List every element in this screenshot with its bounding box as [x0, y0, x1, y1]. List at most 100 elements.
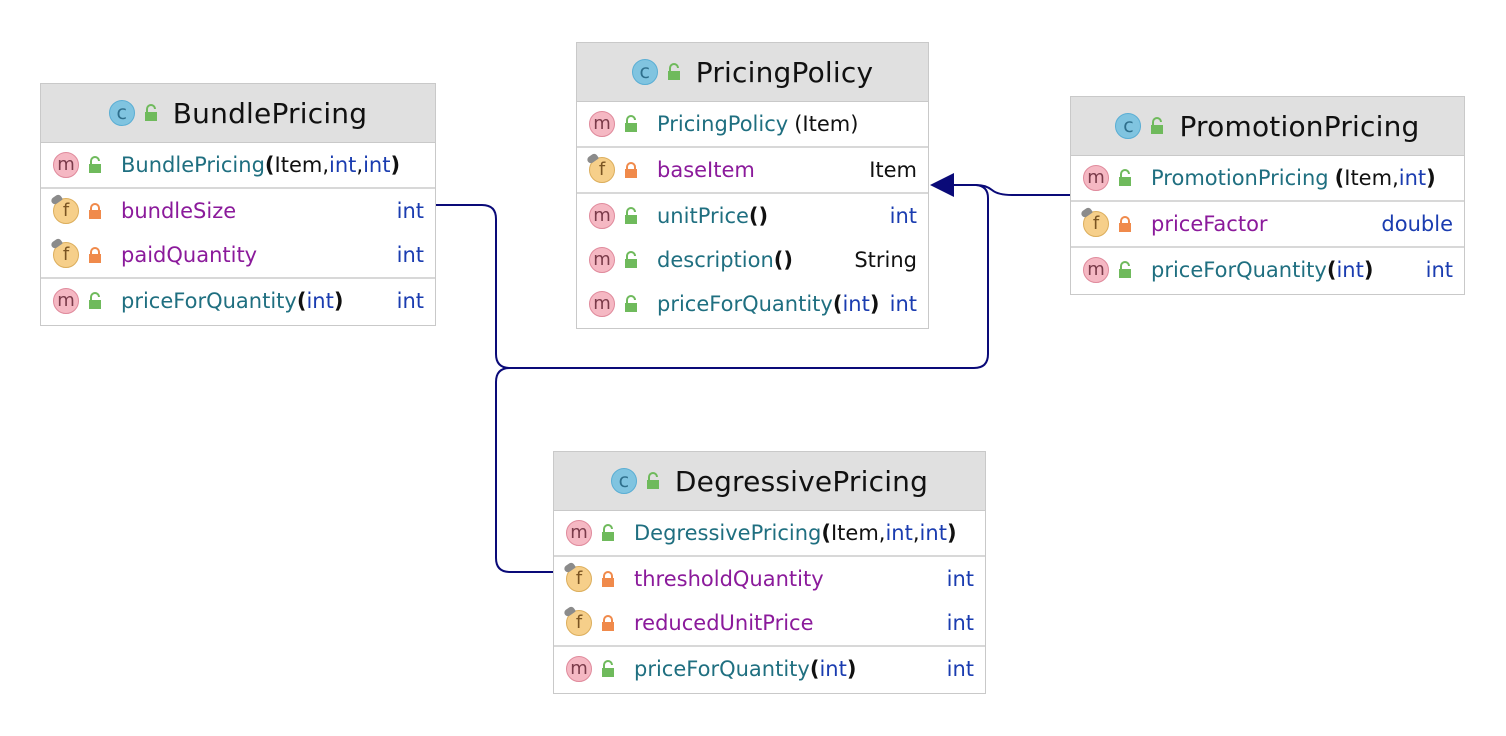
paren-close: ): [846, 657, 857, 681]
fields-section: f priceFactor double: [1071, 202, 1464, 248]
param-type: Item: [830, 521, 879, 545]
class-icon: c: [1115, 113, 1142, 139]
field-row[interactable]: f paidQuantity int: [41, 233, 435, 277]
paren-close: ): [390, 153, 401, 177]
connector-degressive-to-policy: [495, 367, 553, 573]
constructor-row[interactable]: m DegressivePricing ( Item , int , int ): [554, 511, 985, 555]
constructor-row[interactable]: m BundlePricing ( Item , int , int ): [41, 143, 435, 187]
constructor-name: PricingPolicy: [657, 112, 789, 136]
paren-open: (: [832, 292, 843, 316]
field-row[interactable]: f thresholdQuantity int: [554, 557, 985, 601]
public-unlocked-icon: [623, 115, 639, 133]
method-icon: m: [53, 288, 79, 314]
methods-section: m priceForQuantity ( int ) int: [41, 279, 435, 323]
method-icon: m: [589, 203, 615, 229]
fields-section: f bundleSize int f paidQuantity int: [41, 189, 435, 279]
param-type: int: [919, 521, 947, 545]
method-name: priceForQuantity: [634, 657, 810, 681]
field-type: int: [396, 243, 424, 267]
param-type: int: [819, 657, 847, 681]
public-unlocked-icon: [600, 660, 616, 678]
field-type: int: [396, 199, 424, 223]
method-row[interactable]: m priceForQuantity ( int ) int: [1071, 248, 1464, 292]
param-type: int: [306, 289, 334, 313]
paren-open: (: [296, 289, 307, 313]
public-unlocked-icon: [623, 207, 639, 225]
method-row[interactable]: m priceForQuantity ( int ) int: [41, 279, 435, 323]
methods-section: m priceForQuantity ( int ) int: [1071, 248, 1464, 292]
method-return-type: int: [889, 204, 917, 228]
connector-promotion-to-policy: [975, 184, 1070, 196]
public-unlocked-icon: [1149, 117, 1165, 135]
method-icon: m: [1083, 165, 1109, 191]
param-separator: ,: [1392, 166, 1399, 190]
class-name: PromotionPricing: [1179, 109, 1420, 143]
constructors-section: m PromotionPricing ( Item , int ): [1071, 156, 1464, 202]
param-type: int: [885, 521, 913, 545]
method-icon: m: [53, 152, 79, 178]
method-row[interactable]: m description () String: [577, 238, 928, 282]
field-row[interactable]: f priceFactor double: [1071, 202, 1464, 246]
class-icon: c: [631, 59, 658, 85]
constructor-row[interactable]: m PricingPolicy (Item): [577, 102, 928, 146]
methods-section: m unitPrice () int m description () Stri…: [577, 194, 928, 326]
field-row[interactable]: f bundleSize int: [41, 189, 435, 233]
param-separator: ,: [878, 521, 886, 545]
method-icon: m: [566, 656, 592, 682]
field-type: int: [946, 611, 974, 635]
constructor-name: BundlePricing: [121, 153, 265, 177]
param-separator: ,: [322, 153, 330, 177]
public-unlocked-icon: [623, 295, 639, 313]
method-name: description: [657, 248, 774, 272]
private-lock-icon: [623, 161, 639, 179]
class-name: PricingPolicy: [695, 55, 874, 89]
inheritance-arrow-icon: [930, 173, 954, 197]
field-name: priceFactor: [1151, 212, 1268, 236]
field-name: baseItem: [657, 158, 755, 182]
class-promotionpricing[interactable]: c PromotionPricing m PromotionPricing ( …: [1070, 96, 1465, 295]
class-pricingpolicy[interactable]: c PricingPolicy m PricingPolicy (Item) f…: [576, 42, 929, 329]
class-degressivepricing[interactable]: c DegressivePricing m DegressivePricing …: [553, 451, 986, 694]
constructor-name: PromotionPricing: [1151, 166, 1329, 190]
public-unlocked-icon: [143, 104, 159, 122]
paren-open: (: [264, 153, 275, 177]
public-unlocked-icon: [1117, 261, 1133, 279]
fields-section: f baseItem Item: [577, 148, 928, 194]
param-type: int: [1336, 258, 1364, 282]
field-type: double: [1381, 212, 1453, 236]
field-type: Item: [869, 158, 917, 182]
field-name: paidQuantity: [121, 243, 258, 267]
field-row[interactable]: f baseItem Item: [577, 148, 928, 192]
field-icon: f: [562, 605, 592, 636]
paren-close: ): [333, 289, 344, 313]
paren-close: ): [1363, 258, 1374, 282]
field-name: reducedUnitPrice: [634, 611, 814, 635]
param-type: Item: [1344, 166, 1393, 190]
class-bundlepricing[interactable]: c BundlePricing m BundlePricing ( Item ,…: [40, 83, 436, 326]
field-row[interactable]: f reducedUnitPrice int: [554, 601, 985, 645]
class-header: c BundlePricing: [41, 84, 435, 143]
field-icon: f: [1079, 206, 1109, 237]
field-icon: f: [49, 193, 79, 224]
method-row[interactable]: m priceForQuantity ( int ) int: [554, 647, 985, 691]
constructors-section: m DegressivePricing ( Item , int , int ): [554, 511, 985, 557]
private-lock-icon: [600, 614, 616, 632]
field-icon: f: [49, 237, 79, 268]
class-icon: c: [108, 100, 135, 126]
param-type: int: [842, 292, 870, 316]
private-lock-icon: [87, 246, 103, 264]
constructor-name: DegressivePricing: [634, 521, 822, 545]
constructor-row[interactable]: m PromotionPricing ( Item , int ): [1071, 156, 1464, 200]
paren-open: (: [809, 657, 820, 681]
method-row[interactable]: m priceForQuantity ( int ) int: [577, 282, 928, 326]
public-unlocked-icon: [1117, 169, 1133, 187]
method-icon: m: [589, 291, 615, 317]
class-header: c PricingPolicy: [577, 43, 928, 102]
private-lock-icon: [600, 570, 616, 588]
method-icon: m: [566, 520, 592, 546]
paren-close: ): [1426, 166, 1436, 190]
method-row[interactable]: m unitPrice () int: [577, 194, 928, 238]
field-name: bundleSize: [121, 199, 237, 223]
field-name: thresholdQuantity: [634, 567, 824, 591]
method-name: unitPrice: [657, 204, 749, 228]
